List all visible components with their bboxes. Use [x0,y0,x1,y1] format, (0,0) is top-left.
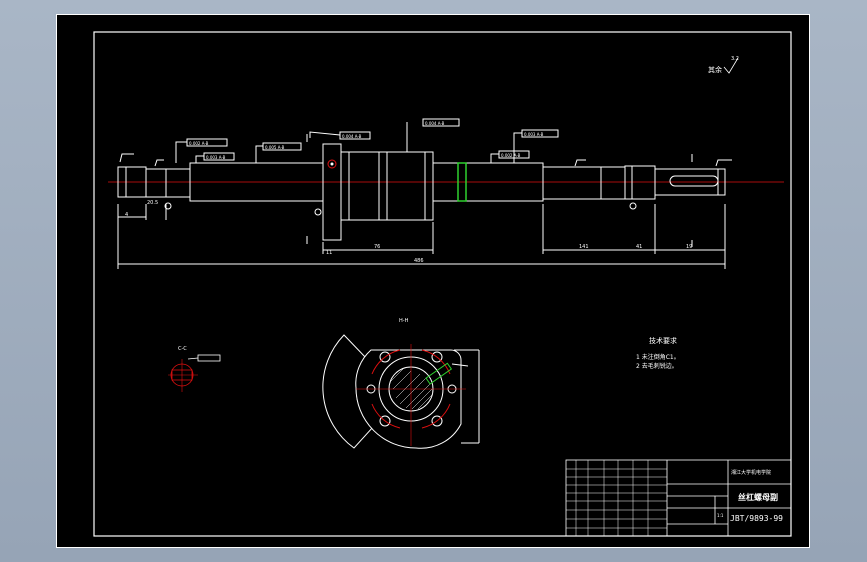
drawing-scale: 1:1 [717,513,724,518]
title-block [565,459,792,537]
dim-right-small: 41 [636,244,642,250]
left-bearing-seat [145,168,191,198]
gdt-7: 0.002 A-B [501,153,521,158]
section-c-c-label: C-C [178,346,187,352]
dim-flange-to-end: 76 [374,244,380,250]
title-block-note: 湘江大学机电学院 [731,469,771,476]
drawing-title: 丝杠螺母副 [738,492,778,502]
engineering-drawing: 其余 3.2 [56,14,810,548]
gdt-2: 0.003 A-B [206,155,226,160]
outer-frame [56,14,810,548]
nut-flange [322,143,342,241]
roughness-note: 其余 [708,65,722,74]
tech-req-title: 技术要求 [649,336,677,345]
gdt-1: 0.002 A-B [189,141,209,146]
dim-nut-flange: 11 [326,250,332,256]
gdt-4: 0.004 A-B [342,134,362,139]
dim-overall: 486 [414,258,424,264]
dim-left-seg: 20.5 [147,200,158,206]
dim-right-seg: 141 [579,244,589,250]
right-shoulder [624,165,656,200]
roughness-symbol-icon [723,57,739,74]
drawing-code: JBT/9893-99 [730,514,783,523]
dim-right-end: 19 [686,244,692,250]
tech-req-item-1: 1 未注倒角C1。 [636,353,680,361]
drawing-border [93,31,792,537]
gdt-3: 0.005 A-B [265,145,285,150]
tech-req-item-2: 2 去毛刺锐边。 [636,362,678,370]
seal-ring [457,162,467,202]
section-h-h-label: H-H [399,318,409,324]
section-h-h [322,334,480,449]
section-c-c [168,354,221,392]
gdt-5: 0.004 A-B [425,121,445,126]
right-bearing-seat [542,166,626,200]
drawing-canvas: 其余 3.2 [56,14,810,548]
dim-left-end: 4 [125,212,128,218]
keyway [669,175,719,187]
lead-screw-view [108,118,784,269]
right-journal [654,168,726,196]
roughness-value: 3.2 [731,56,739,62]
gdt-6: 0.003 A-B [524,132,544,137]
